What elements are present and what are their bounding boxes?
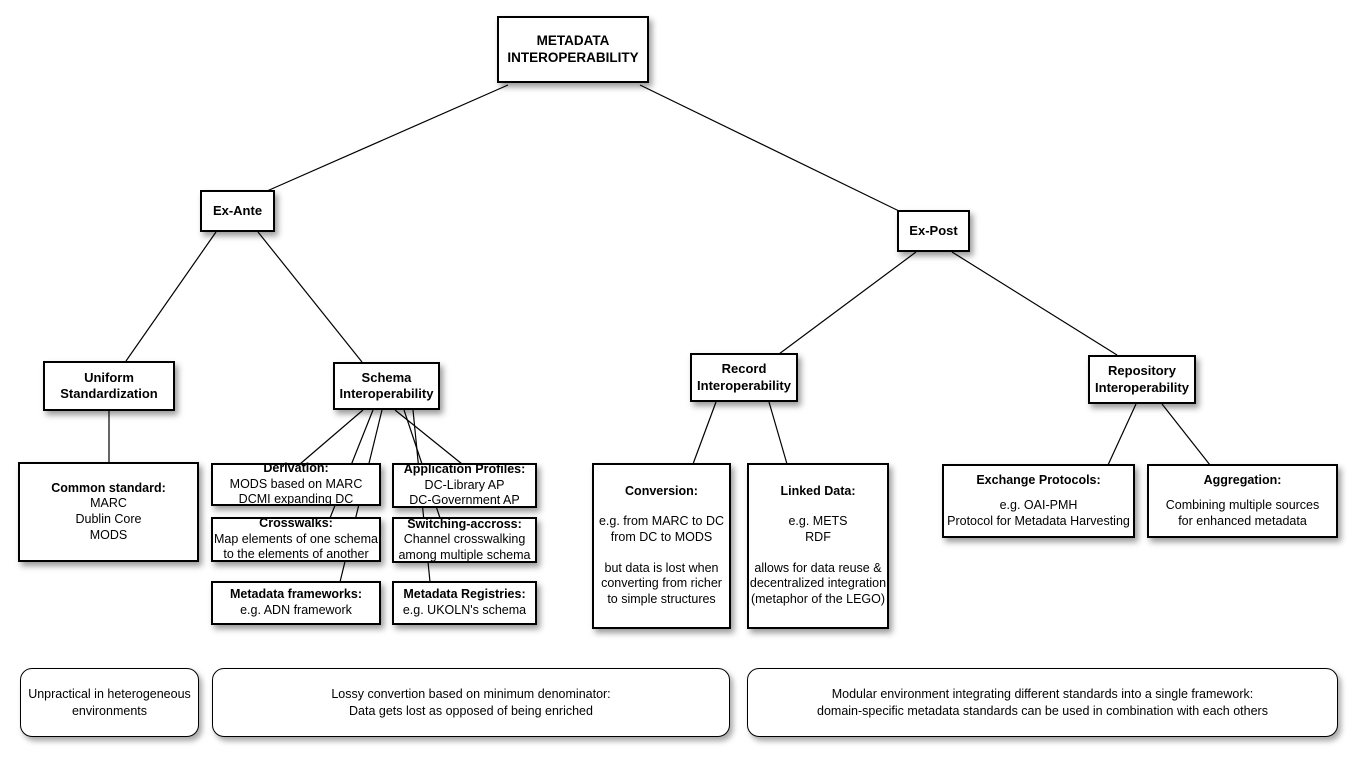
edge-record-linked-data xyxy=(768,401,788,465)
node-schema-interoperability: Schema Interoperability xyxy=(333,362,440,410)
edge-schema-derivation xyxy=(299,409,364,465)
node-conversion: Conversion: e.g. from MARC to DC from DC… xyxy=(592,463,731,629)
node-switching-accross-title: Switching-accross: xyxy=(407,516,522,531)
node-aggregation-body: Combining multiple sources for enhanced … xyxy=(1165,498,1320,528)
node-metadata-registries-title: Metadata Registries: xyxy=(403,587,526,602)
node-linked-data: Linked Data: e.g. METS RDF allows for da… xyxy=(747,463,889,629)
node-crosswalks-body: Map elements of one schema to the elemen… xyxy=(214,531,378,562)
note-schema-interoperability-text: Lossy convertion based on minimum denomi… xyxy=(331,686,611,718)
note-ex-post: Modular environment integrating differen… xyxy=(747,668,1338,737)
node-exchange-protocols-body: e.g. OAI-PMH Protocol for Metadata Harve… xyxy=(947,498,1130,528)
node-ex-ante: Ex-Ante xyxy=(200,190,275,232)
note-uniform-standardization-text: Unpractical in heterogeneous environment… xyxy=(28,686,191,718)
node-derivation: Derivation: MODS based on MARC DCMI expa… xyxy=(211,461,381,507)
edge-ex-post-record xyxy=(778,251,917,355)
node-repository-interoperability: Repository Interoperability xyxy=(1088,355,1196,404)
edge-ex-ante-schema xyxy=(257,231,363,363)
note-uniform-standardization: Unpractical in heterogeneous environment… xyxy=(20,668,199,737)
node-switching-accross-body: Channel crosswalking among multiple sche… xyxy=(398,532,531,562)
node-ex-post: Ex-Post xyxy=(897,210,970,252)
edge-root-ex-ante xyxy=(266,84,509,192)
edge-repository-aggregation xyxy=(1161,403,1211,466)
edge-record-conversion xyxy=(692,401,717,465)
node-metadata-registries-body: e.g. UKOLN's schema xyxy=(402,603,527,617)
edge-ex-ante-uniform xyxy=(125,231,217,362)
node-metadata-registries: Metadata Registries: e.g. UKOLN's schema xyxy=(392,581,537,625)
node-common-standard: Common standard: MARC Dublin Core MODS xyxy=(18,462,199,562)
node-aggregation-title: Aggregation: xyxy=(1203,472,1282,487)
node-record-interoperability-title: Record Interoperability xyxy=(697,361,791,393)
node-uniform-standardization-title: Uniform Standardization xyxy=(60,369,158,401)
node-metadata-frameworks-body: e.g. ADN framework xyxy=(240,603,352,617)
node-application-profiles-body: DC-Library AP DC-Government AP xyxy=(409,477,520,508)
node-exchange-protocols: Exchange Protocols: e.g. OAI-PMH Protoco… xyxy=(942,464,1135,538)
node-switching-accross: Switching-accross: Channel crosswalking … xyxy=(392,517,537,563)
node-exchange-protocols-title: Exchange Protocols: xyxy=(976,472,1101,487)
edge-root-ex-post xyxy=(639,84,900,212)
node-record-interoperability: Record Interoperability xyxy=(690,353,798,402)
node-linked-data-title: Linked Data: xyxy=(780,484,856,499)
node-conversion-body: e.g. from MARC to DC from DC to MODS but… xyxy=(598,513,725,607)
node-derivation-title: Derivation: xyxy=(263,461,329,476)
node-ex-ante-title: Ex-Ante xyxy=(212,202,263,218)
node-metadata-frameworks: Metadata frameworks: e.g. ADN framework xyxy=(211,581,381,625)
note-schema-interoperability: Lossy convertion based on minimum denomi… xyxy=(212,668,730,737)
node-uniform-standardization: Uniform Standardization xyxy=(43,361,175,411)
node-common-standard-body: MARC Dublin Core MODS xyxy=(75,496,142,542)
node-derivation-body: MODS based on MARC DCMI expanding DC xyxy=(229,476,363,507)
node-common-standard-title: Common standard: xyxy=(51,480,166,495)
node-application-profiles: Application Profiles: DC-Library AP DC-G… xyxy=(392,462,537,508)
node-metadata-interoperability: METADATA INTEROPERABILITY xyxy=(497,16,649,83)
node-application-profiles-title: Application Profiles: xyxy=(403,462,526,477)
edge-repository-exchange xyxy=(1107,403,1137,466)
node-linked-data-body: e.g. METS RDF allows for data reuse & de… xyxy=(749,513,887,607)
node-conversion-title: Conversion: xyxy=(625,484,698,499)
node-metadata-interoperability-title: METADATA INTEROPERABILITY xyxy=(507,32,639,65)
node-crosswalks-title: Crosswalks: xyxy=(259,516,333,531)
node-metadata-frameworks-title: Metadata frameworks: xyxy=(230,587,362,602)
node-repository-interoperability-title: Repository Interoperability xyxy=(1095,363,1189,395)
note-ex-post-text: Modular environment integrating differen… xyxy=(817,686,1268,718)
node-ex-post-title: Ex-Post xyxy=(909,222,958,238)
node-crosswalks: Crosswalks: Map elements of one schema t… xyxy=(211,516,381,562)
edge-ex-post-repository xyxy=(951,251,1118,356)
edge-schema-application-profiles xyxy=(394,409,463,465)
node-schema-interoperability-title: Schema Interoperability xyxy=(339,369,434,401)
node-aggregation: Aggregation: Combining multiple sources … xyxy=(1147,464,1338,538)
